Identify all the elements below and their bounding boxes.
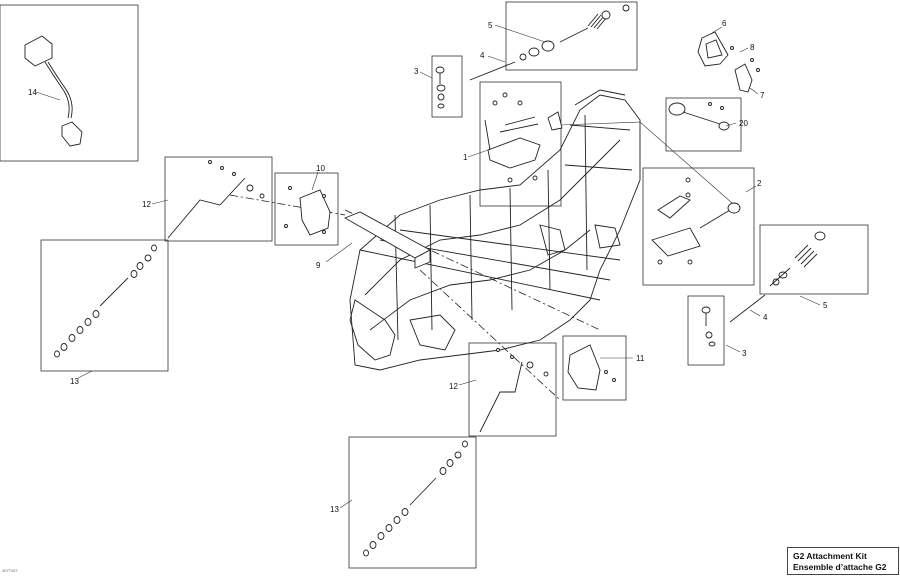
callout-12-bottom: 12: [449, 382, 458, 391]
callout-13-left: 13: [70, 377, 79, 386]
callout-3-top: 3: [414, 67, 419, 76]
part-5-top-stack: [494, 4, 630, 61]
assembly-line-3: [419, 269, 561, 401]
box-part-1: [479, 81, 562, 207]
part-5-right-stack: [769, 231, 826, 306]
part-12-top-rod: [151, 160, 265, 239]
box-part-2: [642, 167, 755, 286]
callout-5-top: 5: [488, 21, 493, 30]
title-line-french: Ensemble d’attache G2: [793, 562, 887, 572]
assembly-line-1: [344, 209, 601, 331]
part-3-top-clip: [419, 66, 446, 109]
callout-4-top: 4: [480, 51, 485, 60]
part-12-bottom-rod: [458, 348, 549, 433]
callout-1: 1: [463, 153, 468, 162]
box-part-11: [562, 335, 627, 401]
box-part-13-left: [40, 239, 169, 372]
title-block: G2 Attachment Kit Ensemble d’attache G2: [787, 547, 899, 575]
callout-6: 6: [722, 19, 727, 28]
part-9-bar: [325, 211, 431, 269]
callout-13-bottom: 13: [330, 505, 339, 514]
box-part-12-top: [164, 156, 273, 242]
part-8-screws: [730, 46, 760, 72]
callout-20: 20: [739, 119, 748, 128]
callout-14: 14: [28, 88, 37, 97]
part-14-harness: [24, 35, 83, 147]
box-part-5-right: [759, 224, 869, 295]
part-3-right-clip: [701, 306, 741, 353]
callout-9: 9: [316, 261, 321, 270]
part-10-bracket: [284, 171, 331, 236]
box-part-14: [0, 4, 139, 162]
title-line-english: G2 Attachment Kit: [793, 551, 867, 561]
part-20-link: [668, 102, 737, 131]
box-part-5-top: [505, 1, 638, 71]
callout-4-right: 4: [763, 313, 768, 322]
box-part-10: [274, 172, 339, 246]
callout-11: 11: [636, 354, 645, 363]
assembly-line-4: [559, 121, 741, 211]
box-part-13-bottom: [348, 436, 477, 569]
part-13-left-stack: [54, 244, 157, 379]
box-part-3-right: [687, 295, 725, 366]
callout-10: 10: [316, 164, 325, 173]
callout-8: 8: [750, 43, 755, 52]
part-2-assembly: [651, 177, 757, 265]
box-part-20: [665, 97, 742, 152]
part-1-assembly: [467, 92, 563, 183]
callout-3-right: 3: [742, 349, 747, 358]
vehicle-frame: [349, 89, 641, 371]
callout-7: 7: [760, 91, 765, 100]
part-11-bracket: [567, 344, 633, 391]
part-4-top-pin: [469, 55, 516, 81]
reference-code: 1077107: [2, 568, 18, 573]
callout-12-top: 12: [142, 200, 151, 209]
part-13-bottom-stack: [339, 440, 468, 557]
part-6-bracket: [697, 26, 729, 67]
box-part-12-bottom: [468, 342, 557, 437]
part-4-right-pin: [729, 294, 766, 323]
callout-2: 2: [757, 179, 762, 188]
callout-5-right: 5: [823, 301, 828, 310]
box-part-3-top: [431, 55, 463, 118]
part-7-bracket: [734, 63, 759, 95]
